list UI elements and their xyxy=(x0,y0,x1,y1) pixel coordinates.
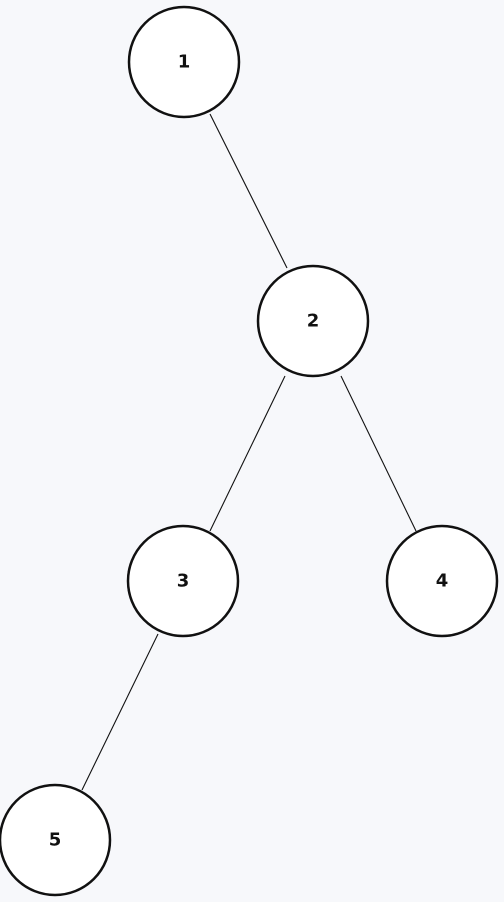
node-2-circle xyxy=(256,264,370,378)
node-3-label: 3 xyxy=(177,571,190,592)
node-5-circle xyxy=(0,783,112,897)
tree-node-5: 5 xyxy=(0,783,112,897)
tree-node-2: 2 xyxy=(256,264,370,378)
tree-node-1: 1 xyxy=(127,5,241,119)
edge-2-4 xyxy=(340,375,417,532)
edge-2-3 xyxy=(209,375,286,532)
edge-3-5 xyxy=(81,633,159,791)
node-1-label: 1 xyxy=(178,52,191,73)
node-3-circle xyxy=(126,524,240,638)
tree-node-4: 4 xyxy=(385,524,499,638)
node-4-label: 4 xyxy=(436,571,449,592)
node-4-circle xyxy=(385,524,499,638)
node-1-circle xyxy=(127,5,241,119)
node-2-label: 2 xyxy=(307,311,320,332)
edge-1-2 xyxy=(209,113,288,269)
node-5-label: 5 xyxy=(49,830,62,851)
tree-node-3: 3 xyxy=(126,524,240,638)
